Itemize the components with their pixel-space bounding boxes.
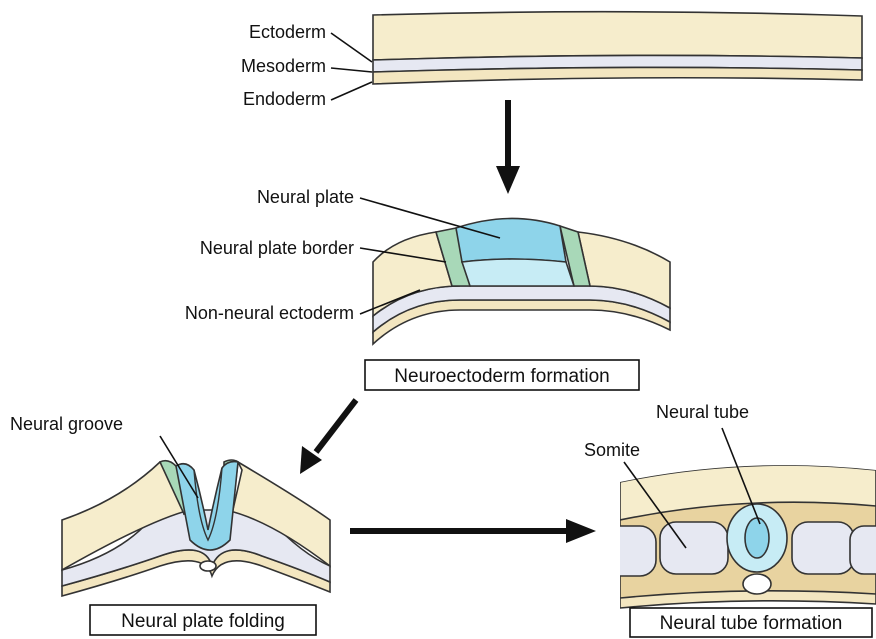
label-non-neural-ectoderm: Non-neural ectoderm (185, 303, 354, 323)
label-neural-plate: Neural plate (257, 187, 354, 207)
caption-neural-tube-formation: Neural tube formation (660, 613, 843, 634)
neural-plate-base (462, 259, 574, 286)
endoderm-layer (373, 67, 862, 84)
leader-mesoderm (331, 68, 372, 72)
label-mesoderm: Mesoderm (241, 56, 326, 76)
arrow-down (496, 100, 520, 194)
neural-tube-lumen (745, 518, 769, 558)
label-ectoderm: Ectoderm (249, 22, 326, 42)
caption-neuroectoderm-formation: Neuroectoderm formation (394, 366, 609, 387)
notochord (200, 561, 216, 571)
somite (850, 526, 876, 574)
neural-plate (456, 218, 566, 262)
leader-neural-plate (360, 198, 500, 238)
leader-ectoderm (331, 33, 372, 62)
somite (590, 526, 656, 576)
somite (660, 522, 728, 574)
stage-neuroectoderm: Neural plate Neural plate border Non-neu… (185, 187, 670, 390)
ectoderm-layer (373, 12, 862, 60)
stage-neural-plate-folding: Neural groove Neural plate folding (10, 414, 330, 635)
arrow-right (350, 519, 596, 543)
arrow-down-left (300, 400, 356, 474)
notochord (743, 574, 771, 594)
stage-trilaminar-disc: Ectoderm Mesoderm Endoderm (241, 12, 862, 109)
label-neural-tube: Neural tube (656, 402, 749, 422)
somite (792, 522, 854, 574)
caption-neural-plate-folding: Neural plate folding (121, 611, 285, 632)
label-endoderm: Endoderm (243, 89, 326, 109)
label-somite: Somite (584, 440, 640, 460)
stage-neural-tube-formation: Neural tube Somite Neural tube formation (584, 402, 876, 637)
label-neural-plate-border: Neural plate border (200, 238, 354, 258)
label-neural-groove: Neural groove (10, 414, 123, 434)
leader-endoderm (331, 82, 372, 100)
